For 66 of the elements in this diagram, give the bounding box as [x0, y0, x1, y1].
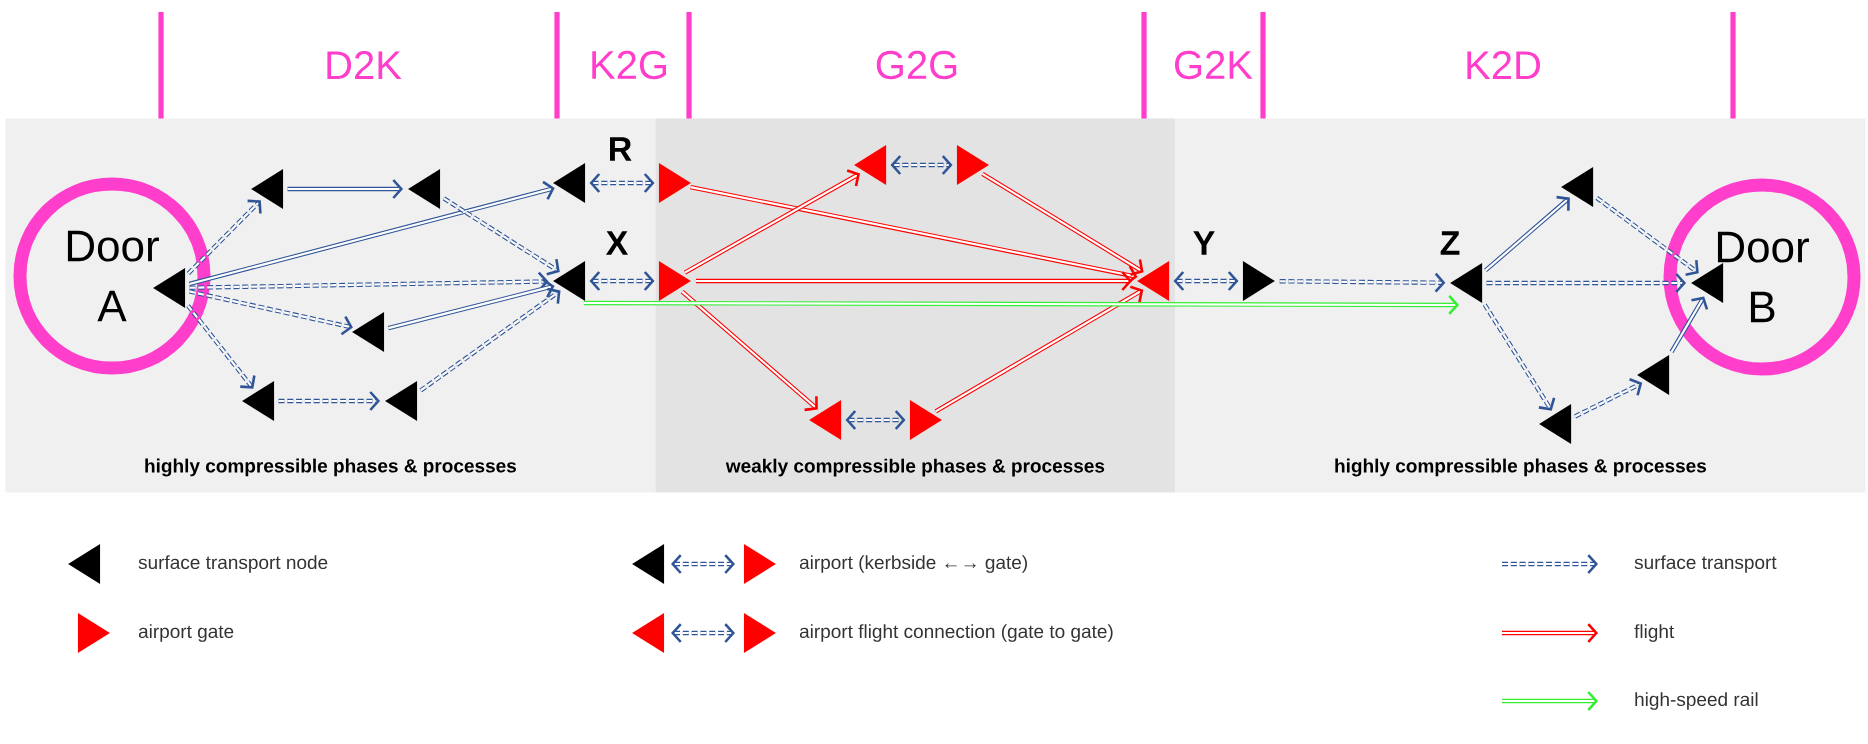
- arrow: [419, 287, 561, 393]
- node-triangle: [1450, 263, 1483, 303]
- node-triangle: [1561, 167, 1594, 207]
- arrow: [1482, 303, 1556, 411]
- point-label: X: [606, 231, 629, 255]
- node-triangle: [242, 381, 275, 421]
- arrow: [188, 289, 353, 336]
- node-triangle: [1242, 261, 1275, 301]
- phase-label: K2D: [1467, 51, 1540, 79]
- node-triangle: [352, 312, 385, 352]
- phase-label: G2G: [876, 50, 957, 80]
- node-triangle: [408, 169, 441, 209]
- legend-label: high-speed rail: [1635, 692, 1758, 710]
- gate-triangle: [658, 163, 691, 203]
- phase-label: D2K: [327, 51, 402, 79]
- arrow: [278, 391, 381, 411]
- arrow: [696, 271, 1133, 291]
- arrow: [934, 285, 1144, 414]
- node-triangle: [553, 163, 586, 203]
- gate-triangle: [956, 145, 989, 185]
- legend-label: airport gate: [138, 624, 234, 642]
- node-triangle: [1539, 404, 1572, 444]
- arrow: [589, 271, 655, 291]
- arrow: [584, 295, 1459, 315]
- gate-triangle: [854, 145, 887, 185]
- legend-label: surface transport node: [138, 555, 328, 573]
- gate-triangle: [909, 400, 942, 440]
- arrow: [287, 179, 404, 199]
- arrow: [186, 199, 262, 276]
- arrow: [186, 304, 256, 389]
- legend-label: flight: [1634, 624, 1675, 642]
- legend-label: airport (kerbside ←→ gate): [799, 555, 1027, 573]
- arrow: [1574, 377, 1643, 419]
- arrow: [188, 180, 555, 287]
- arrow: [680, 289, 818, 412]
- node-triangle: [385, 381, 418, 421]
- phase-label: G2K: [1175, 50, 1253, 80]
- phase-label: K2G: [592, 50, 666, 80]
- arrow: [589, 173, 655, 193]
- phase-band: weakly compressible phases & processes: [655, 118, 1176, 493]
- arrow: [1484, 195, 1570, 273]
- node-triangle: [1691, 263, 1724, 303]
- point-label: R: [610, 137, 632, 161]
- node-triangle: [153, 268, 186, 308]
- node-triangle: [553, 261, 586, 301]
- gate-triangle: [1137, 261, 1170, 301]
- arrow: [1173, 271, 1239, 291]
- arrow: [189, 271, 549, 292]
- node-triangle: [1637, 355, 1670, 395]
- arrow: [845, 410, 906, 430]
- arrow: [981, 171, 1144, 276]
- arrow: [1486, 273, 1687, 293]
- arrow: [1669, 296, 1709, 354]
- point-label: Y: [1193, 231, 1215, 255]
- legend-label: airport flight connection (gate to gate): [799, 624, 1113, 642]
- gate-triangle: [809, 400, 842, 440]
- arrow: [890, 155, 953, 175]
- arrow: [683, 169, 861, 275]
- arrow: [1595, 196, 1699, 276]
- gate-triangle: [658, 261, 691, 301]
- legend-label: surface transport: [1634, 555, 1777, 573]
- arrow: [387, 278, 555, 331]
- node-triangle: [251, 169, 284, 209]
- point-label: Z: [1440, 231, 1460, 255]
- arrow: [1279, 272, 1446, 293]
- arrow: [442, 196, 560, 276]
